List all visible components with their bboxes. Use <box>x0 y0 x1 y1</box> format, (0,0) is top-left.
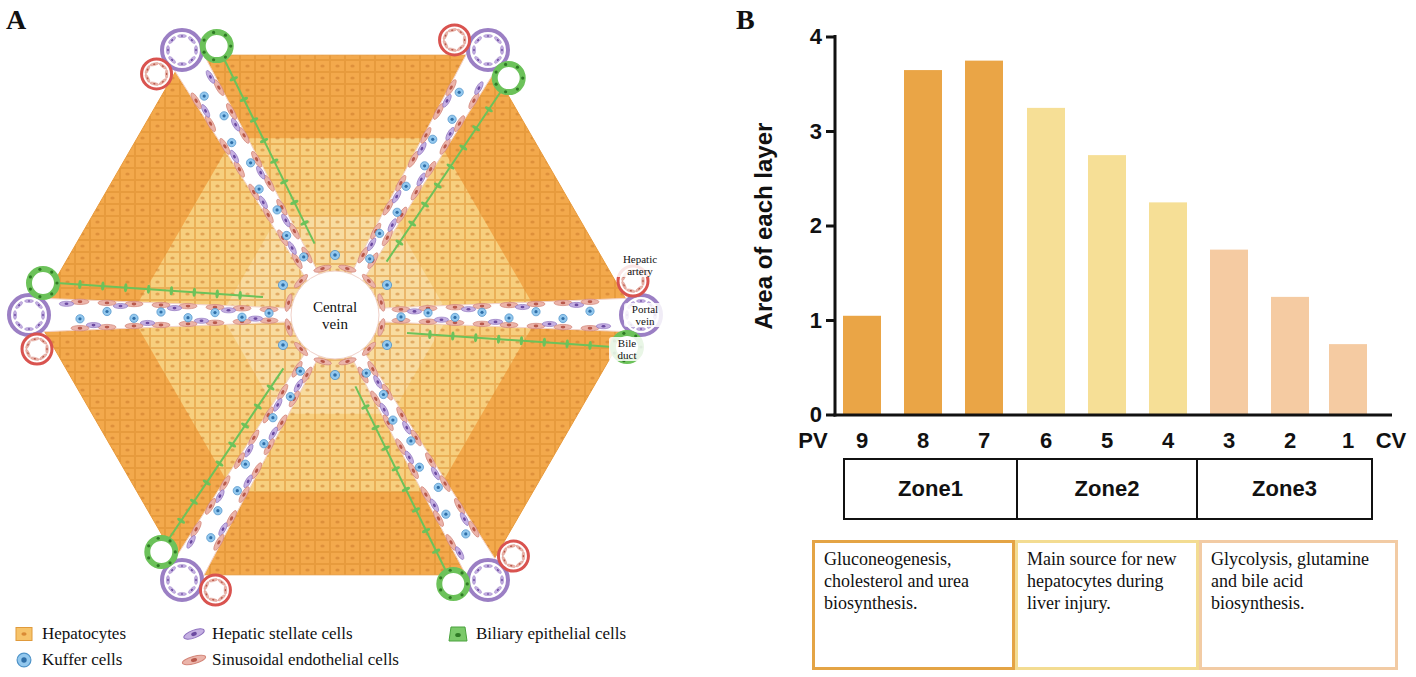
legend-icon <box>181 653 206 666</box>
legend-icon <box>16 628 32 641</box>
legend-text: Kuffer cells <box>42 650 122 670</box>
axis-title: Area of each layer <box>750 123 778 330</box>
panel-letter: B <box>736 4 755 36</box>
legend-text: Biliary epithelial cells <box>476 624 626 644</box>
bar-chart <box>826 35 1392 417</box>
zone-box: Zone1 <box>843 458 1018 520</box>
structure-label: Central vein <box>304 299 366 332</box>
zone-box: Zone2 <box>1016 458 1198 520</box>
liver-lobule <box>9 25 661 605</box>
bar <box>965 61 1003 415</box>
function-text: Main source for new hepatocytes during l… <box>1027 549 1187 615</box>
bar <box>1088 155 1126 415</box>
function-box: Gluconeogenesis, cholesterol and urea bi… <box>812 540 1015 670</box>
layer-number: 4 <box>1162 428 1174 453</box>
tick-label: 0 <box>810 402 822 427</box>
portal-triads <box>9 25 661 605</box>
zone-box: Zone3 <box>1196 458 1373 520</box>
legend-icon <box>17 653 31 667</box>
layer-number: 6 <box>1040 428 1052 453</box>
axis-end-label: CV <box>1376 428 1407 453</box>
layer-number: 9 <box>856 428 868 453</box>
function-text: Glycolysis, glutamine and bile acid bios… <box>1211 549 1386 615</box>
layer-number: 5 <box>1101 428 1113 453</box>
central-vein <box>278 250 391 379</box>
legend-text: Hepatic stellate cells <box>212 624 353 644</box>
zone-label: Zone2 <box>1075 476 1140 502</box>
bar <box>1271 297 1309 415</box>
layer-number: 8 <box>917 428 929 453</box>
layer-number: 2 <box>1284 428 1296 453</box>
legend-icon <box>183 627 206 642</box>
zone-label: Zone1 <box>898 476 963 502</box>
tick-label: 1 <box>810 308 822 333</box>
legend-text: Hepatocytes <box>42 624 126 644</box>
tick-label: 4 <box>810 24 822 49</box>
sinusoids <box>35 47 635 584</box>
bar <box>1149 202 1187 415</box>
function-text: Gluconeogenesis, cholesterol and urea bi… <box>824 549 1003 615</box>
layer-number: 7 <box>978 428 990 453</box>
function-box: Glycolysis, glutamine and bile acid bios… <box>1199 540 1398 670</box>
bar <box>1027 108 1065 415</box>
axis-end-label: PV <box>798 428 827 453</box>
tick-label: 3 <box>810 119 822 144</box>
bar <box>904 70 942 415</box>
bar <box>1329 344 1367 415</box>
zone-label: Zone3 <box>1252 476 1317 502</box>
bar <box>1210 250 1248 415</box>
function-box: Main source for new hepatocytes during l… <box>1015 540 1199 670</box>
layer-number: 3 <box>1223 428 1235 453</box>
legend-icon <box>449 627 467 641</box>
structure-label: Portal vein <box>624 303 666 327</box>
structure-label: Bile duct <box>609 337 645 361</box>
legend-text: Sinusoidal endothelial cells <box>212 650 399 670</box>
bar <box>843 316 881 415</box>
layer-number: 1 <box>1342 428 1354 453</box>
panel-letter: A <box>6 4 26 36</box>
structure-label: Hepatic artery <box>615 253 665 277</box>
tick-label: 2 <box>810 213 822 238</box>
